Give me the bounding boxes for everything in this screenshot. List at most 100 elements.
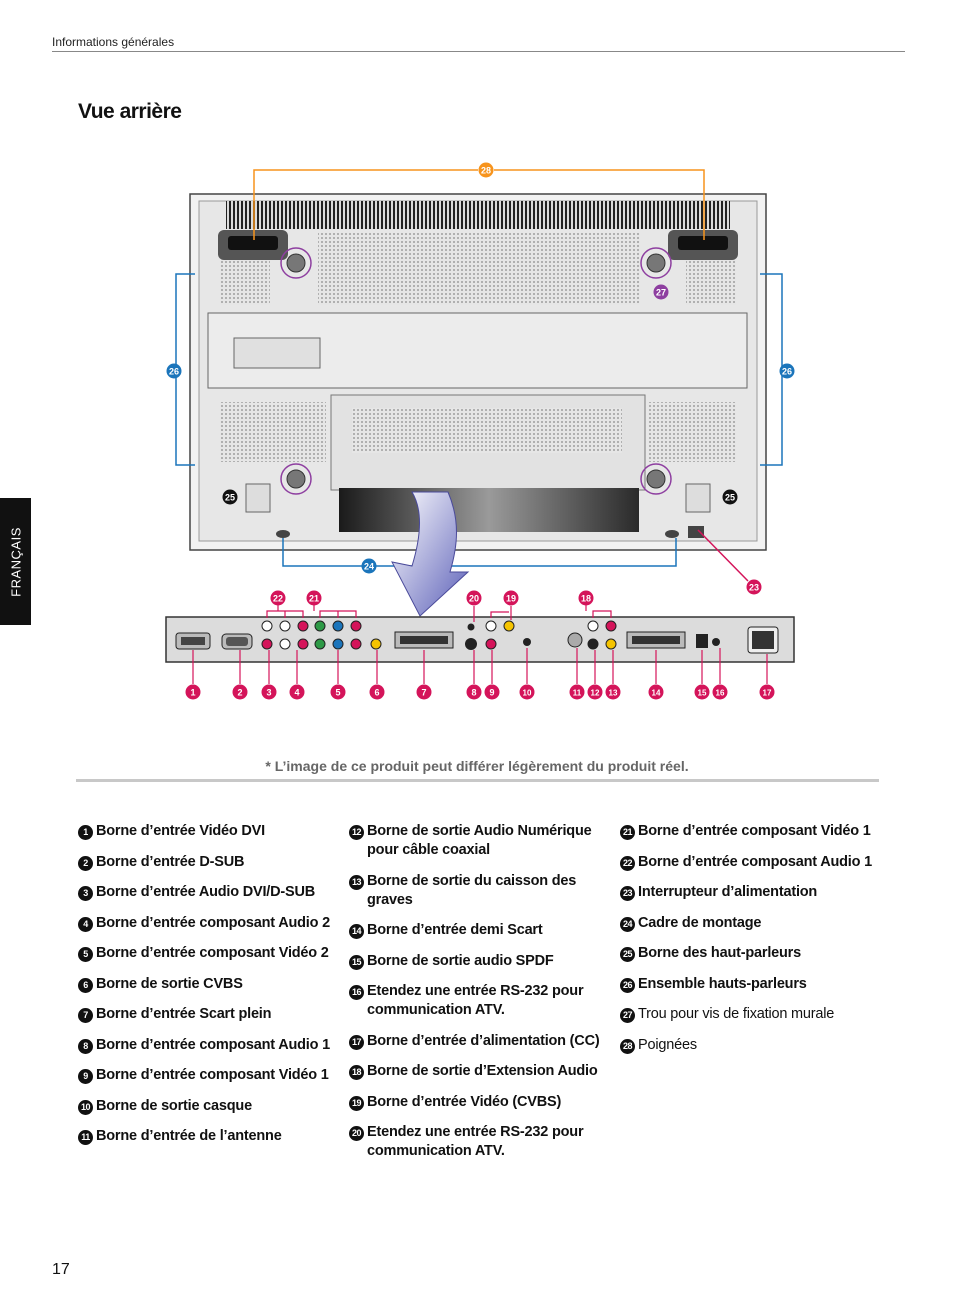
zoom-arrow xyxy=(391,491,470,617)
callout-label-16: 16 xyxy=(716,689,725,698)
callout-marker-3 xyxy=(261,684,277,700)
legend-text: Borne d’entrée D-SUB xyxy=(96,853,245,870)
callout-marker-9 xyxy=(484,684,500,700)
legend-number: 18 xyxy=(349,1065,364,1080)
legend-text: Borne de sortie Audio Numérique pour câb… xyxy=(367,823,592,858)
tv-back-panel xyxy=(189,193,767,551)
callout-marker-7 xyxy=(416,684,432,700)
legend-number: 2 xyxy=(78,855,93,871)
running-header: Informations générales xyxy=(52,35,175,49)
section-title: Vue arrière xyxy=(78,100,182,123)
legend-number: 5 xyxy=(78,947,93,962)
legend-number: 3 xyxy=(78,886,93,901)
legend-number: 19 xyxy=(349,1095,364,1111)
callout-marker-2 xyxy=(232,684,248,700)
legend-number: 4 xyxy=(78,916,93,932)
legend-text: Borne d’entrée composant Audio 1 xyxy=(96,1036,330,1053)
legend-text: Borne des haut-parleurs xyxy=(638,945,801,961)
legend-text: Borne de sortie casque xyxy=(96,1097,252,1114)
callout-marker-8 xyxy=(466,684,482,700)
callout-label-14: 14 xyxy=(652,689,661,698)
callout-label-11: 11 xyxy=(573,689,582,698)
legend-number: 1 xyxy=(78,825,93,840)
callout-label-10: 10 xyxy=(523,689,532,698)
legend-text: Interrupteur d’alimentation xyxy=(638,884,818,900)
rear-view-figure: 28 27 26 26 25 25 24 23 xyxy=(165,162,795,700)
legend-number: 7 xyxy=(78,1008,93,1023)
callout-label-3: 3 xyxy=(266,688,271,698)
legend-number: 27 xyxy=(620,1008,635,1023)
callout-marker-1 xyxy=(185,684,201,700)
legend-text: Etendez une entrée RS-232 pour communica… xyxy=(367,983,584,1018)
callout-marker-13 xyxy=(605,684,621,700)
callout-23: 23 xyxy=(697,529,762,595)
callout-marker-16 xyxy=(712,684,728,700)
callout-27: 27 xyxy=(653,284,669,300)
svg-text:25: 25 xyxy=(725,493,735,503)
callout-label-9: 9 xyxy=(489,688,494,698)
mount-holes xyxy=(280,247,672,495)
legend-number: 11 xyxy=(78,1130,93,1145)
legend-text: Trou pour vis de fixation murale xyxy=(638,1006,835,1022)
note-rule xyxy=(76,779,879,782)
legend-text: Borne d’entrée Scart plein xyxy=(96,1006,272,1022)
legend-number: 15 xyxy=(349,954,364,970)
legend-number: 20 xyxy=(349,1126,364,1141)
legend-number: 24 xyxy=(620,916,635,932)
legend-text: Borne de sortie d’Extension Audio xyxy=(367,1063,598,1079)
upper-callouts xyxy=(266,604,612,622)
svg-text:25: 25 xyxy=(225,493,235,503)
legend-number: 17 xyxy=(349,1034,364,1050)
svg-text:24: 24 xyxy=(364,562,374,572)
svg-text:19: 19 xyxy=(506,594,516,604)
callout-24: 24 xyxy=(282,538,677,574)
callout-marker-14 xyxy=(648,684,664,700)
disclaimer-note: * L’image de ce produit peut différer lé… xyxy=(265,758,689,774)
language-tab: FRANÇAIS xyxy=(0,498,31,625)
callout-label-1: 1 xyxy=(190,688,195,698)
lower-callout-leaders xyxy=(192,648,768,684)
legend-text: Borne d’entrée composant Vidéo 1 xyxy=(638,823,871,839)
legend-text: Borne de sortie CVBS xyxy=(96,975,243,992)
legend-number: 26 xyxy=(620,977,635,993)
callout-26: 26 26 xyxy=(166,273,795,466)
callout-label-8: 8 xyxy=(471,688,476,698)
legend-text: Borne d’entrée composant Vidéo 2 xyxy=(96,945,329,961)
legend-number: 6 xyxy=(78,977,93,993)
callout-marker-12 xyxy=(587,684,603,700)
connector-panel xyxy=(165,616,795,663)
svg-text:26: 26 xyxy=(782,367,792,377)
legend-text: Poignées xyxy=(638,1036,697,1053)
callout-label-6: 6 xyxy=(374,688,379,698)
legend-text: Borne d’entrée Audio DVI/D-SUB xyxy=(96,884,316,900)
svg-text:20: 20 xyxy=(469,594,479,604)
svg-text:22: 22 xyxy=(273,594,283,604)
legend-text: Borne d’entrée composant Vidéo 1 xyxy=(96,1067,329,1083)
callout-marker-15 xyxy=(694,684,710,700)
legend-text: Cadre de montage xyxy=(638,914,762,931)
legend-number: 28 xyxy=(620,1038,635,1054)
rca-jacks xyxy=(261,620,617,650)
legend-text: Borne d’entrée demi Scart xyxy=(367,922,543,938)
